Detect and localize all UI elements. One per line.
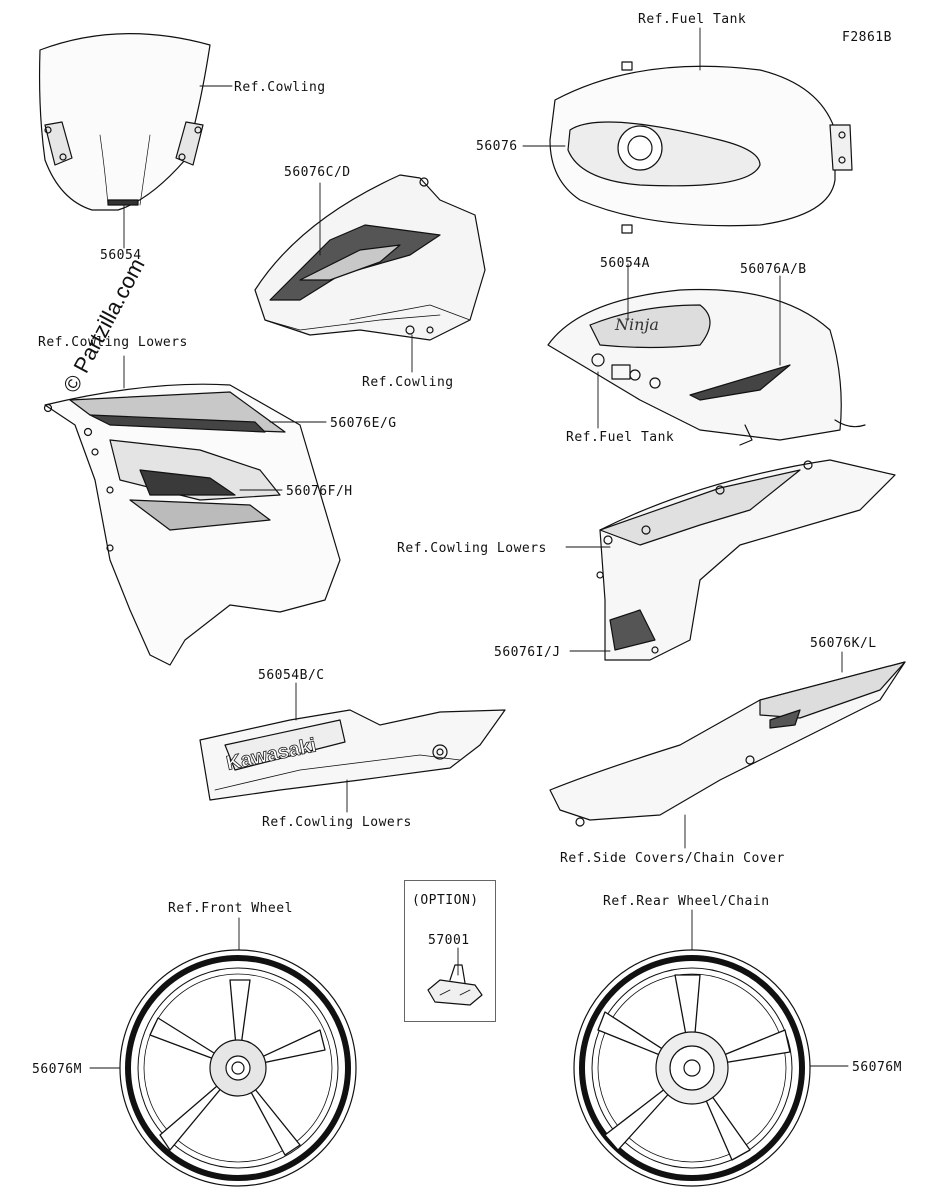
front-wheel-part <box>119 949 357 1187</box>
side-cowling-part <box>43 383 341 666</box>
diagram-code: F2861B <box>842 30 892 45</box>
rear-wheel-part <box>573 949 811 1187</box>
label-ref-front-wheel: Ref.Front Wheel <box>168 901 293 916</box>
option-box <box>404 880 496 1022</box>
label-part-56076: 56076 <box>476 139 518 154</box>
label-part-56054a: 56054A <box>600 256 650 271</box>
label-ref-cowling-upper: Ref.Cowling <box>362 375 454 390</box>
label-part-56076f-h: 56076F/H <box>286 484 353 499</box>
fuel-tank-part <box>549 61 853 234</box>
label-part-56076e-g: 56076E/G <box>330 416 397 431</box>
label-part-56076k-l: 56076K/L <box>810 636 877 651</box>
windshield-part <box>38 33 211 211</box>
label-part-57001: 57001 <box>428 933 470 948</box>
watermark: © Partzilla.com <box>58 254 150 397</box>
tail-cover-part <box>549 661 906 827</box>
tank-logo-text: Ninja <box>614 315 659 334</box>
label-ref-fuel-tank-top: Ref.Fuel Tank <box>638 12 747 27</box>
label-part-56054: 56054 <box>100 248 142 263</box>
label-part-56076c-d: 56076C/D <box>284 165 351 180</box>
upper-cowling-part <box>254 174 486 341</box>
label-option: (OPTION) <box>412 893 479 908</box>
label-ref-cowling-lowers-right: Ref.Cowling Lowers <box>397 541 547 556</box>
label-ref-rear-wheel: Ref.Rear Wheel/Chain <box>603 894 770 909</box>
label-part-56076a-b: 56076A/B <box>740 262 807 277</box>
seat-cowling-part <box>596 459 896 661</box>
label-ref-side-covers: Ref.Side Covers/Chain Cover <box>560 851 785 866</box>
option-part <box>427 964 483 1006</box>
label-ref-fuel-tank-cover: Ref.Fuel Tank <box>566 430 675 445</box>
label-part-56054b-c: 56054B/C <box>258 668 325 683</box>
label-part-56076i-j: 56076I/J <box>494 645 561 660</box>
label-ref-cowling-windshield: Ref.Cowling <box>234 80 326 95</box>
label-part-56076m-front: 56076M <box>32 1062 82 1077</box>
label-part-56076m-rear: 56076M <box>852 1060 902 1075</box>
label-ref-cowling-lowers-under: Ref.Cowling Lowers <box>262 815 412 830</box>
under-cowling-part <box>199 709 506 801</box>
label-ref-cowling-lowers-left: Ref.Cowling Lowers <box>38 335 188 350</box>
leader-lines <box>89 27 849 1069</box>
tank-cover-part <box>547 288 866 446</box>
